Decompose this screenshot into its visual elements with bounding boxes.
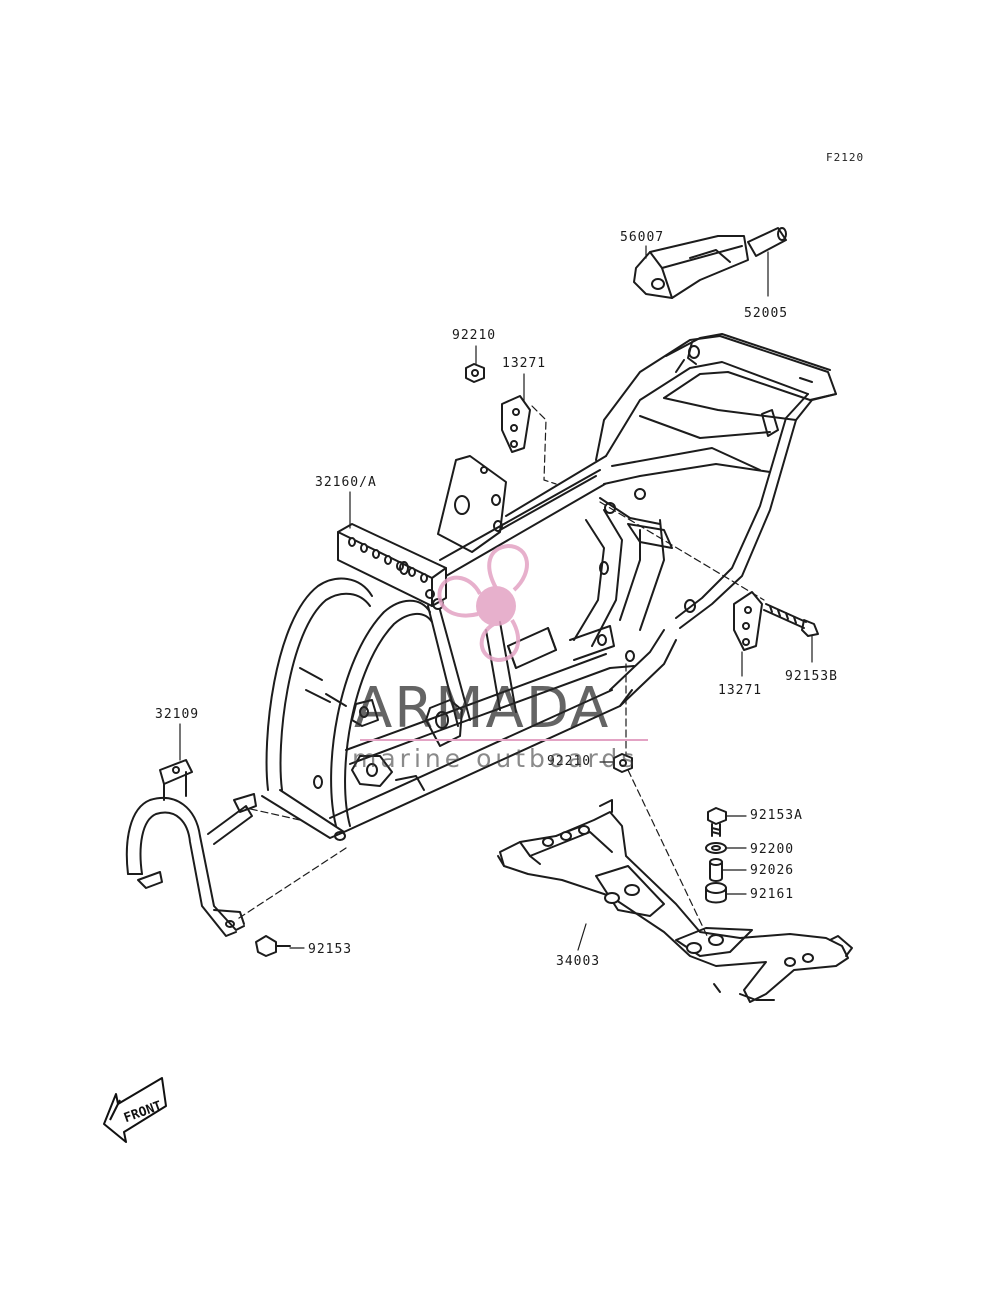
part-label-32109[interactable]: 32109 [155,707,200,722]
part-label-13271-right[interactable]: 13271 [718,683,763,698]
part-32109 [125,759,257,937]
part-label-56007[interactable]: 56007 [620,230,665,245]
part-92200 [705,842,727,854]
part-label-92153[interactable]: 92153 [308,942,353,957]
part-label-92026[interactable]: 92026 [750,863,795,878]
part-13271-top [501,395,531,453]
part-34003 [497,799,853,1003]
part-label-32160a[interactable]: 32160/A [315,475,377,490]
part-label-92210-mid[interactable]: 92210 [547,754,592,769]
part-label-34003[interactable]: 34003 [556,954,601,969]
part-label-92161[interactable]: 92161 [750,887,795,902]
watermark-title: ARMADA [354,676,611,741]
part-92161 [705,882,727,904]
front-arrow-icon [103,1077,167,1143]
part-52005 [747,227,787,257]
part-92210-top [465,363,485,383]
main-frame [261,333,837,841]
part-56007 [633,235,749,299]
watermark-subtitle: marine outboards [352,744,639,773]
part-13271-right [733,591,763,651]
part-92026 [709,858,723,882]
part-92210-mid [613,753,633,773]
part-label-92210-top[interactable]: 92210 [452,328,497,343]
watermark-logo [437,543,529,663]
part-label-13271-top[interactable]: 13271 [502,356,547,371]
part-92153 [255,935,291,957]
part-label-92153a[interactable]: 92153A [750,808,803,823]
part-92153B [763,603,819,637]
diagram-code: F2120 [826,151,865,164]
part-92153A [707,807,727,837]
part-label-52005[interactable]: 52005 [744,306,789,321]
part-label-92200[interactable]: 92200 [750,842,795,857]
part-label-92153b[interactable]: 92153B [785,669,838,684]
